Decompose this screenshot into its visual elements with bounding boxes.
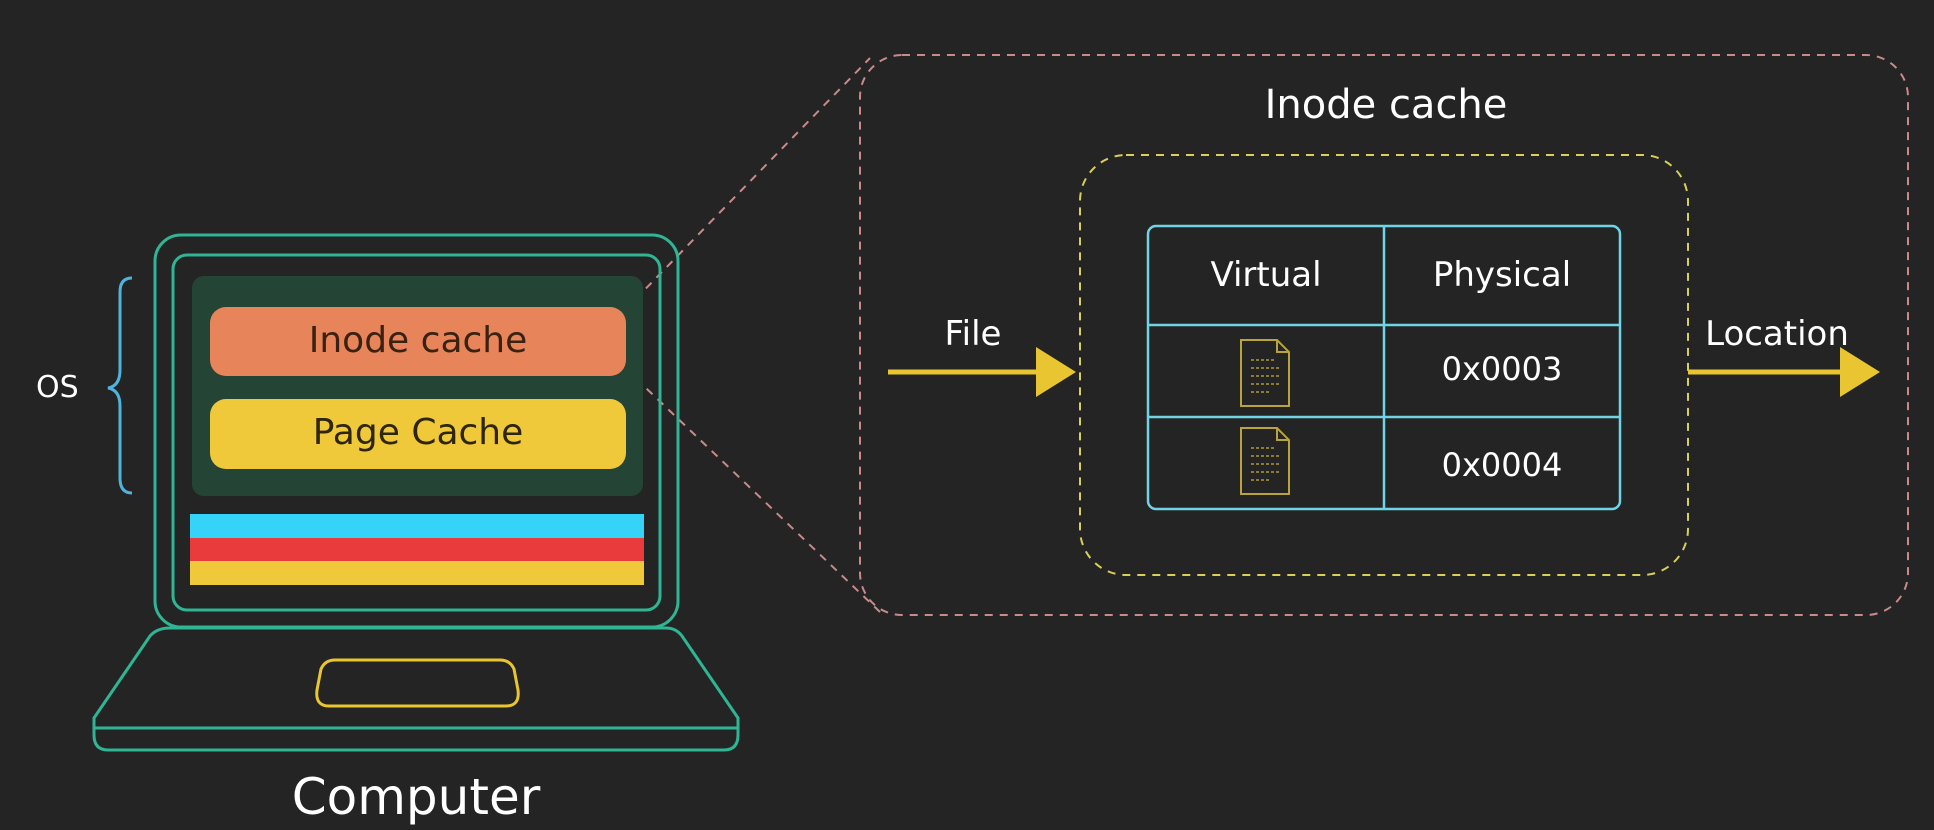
trackpad	[315, 658, 520, 708]
table-header-physical: Physical	[1432, 255, 1572, 295]
stripe-red	[190, 538, 644, 561]
zoom-panel-title: Inode cache	[1264, 82, 1508, 128]
zoom-connector-bottom	[624, 367, 881, 613]
stripe-yellow	[190, 561, 644, 585]
table-cell-physical-2: 0x0004	[1441, 446, 1563, 484]
zoom-panel-border	[859, 54, 1909, 616]
laptop-base	[92, 626, 740, 752]
page-cache-block	[210, 399, 626, 469]
inode-cache-container	[1079, 154, 1689, 576]
document-icon	[1240, 339, 1290, 407]
os-bracket	[107, 276, 133, 495]
mapping-table	[1146, 224, 1622, 511]
file-label: File	[944, 314, 1002, 354]
table-cell-physical-1: 0x0003	[1441, 350, 1563, 388]
inode-cache-block	[210, 307, 626, 376]
page-cache-block-label: Page Cache	[312, 412, 524, 453]
document-icon	[1240, 427, 1290, 495]
location-label: Location	[1705, 314, 1849, 354]
laptop-screen	[171, 253, 662, 612]
zoom-connector-top	[624, 57, 871, 311]
computer-label: Computer	[291, 768, 541, 826]
stripe-blue	[190, 514, 644, 538]
inode-cache-block-label: Inode cache	[308, 320, 528, 361]
os-label: OS	[36, 370, 79, 405]
laptop-icon	[92, 233, 740, 752]
table-header-virtual: Virtual	[1210, 255, 1322, 295]
